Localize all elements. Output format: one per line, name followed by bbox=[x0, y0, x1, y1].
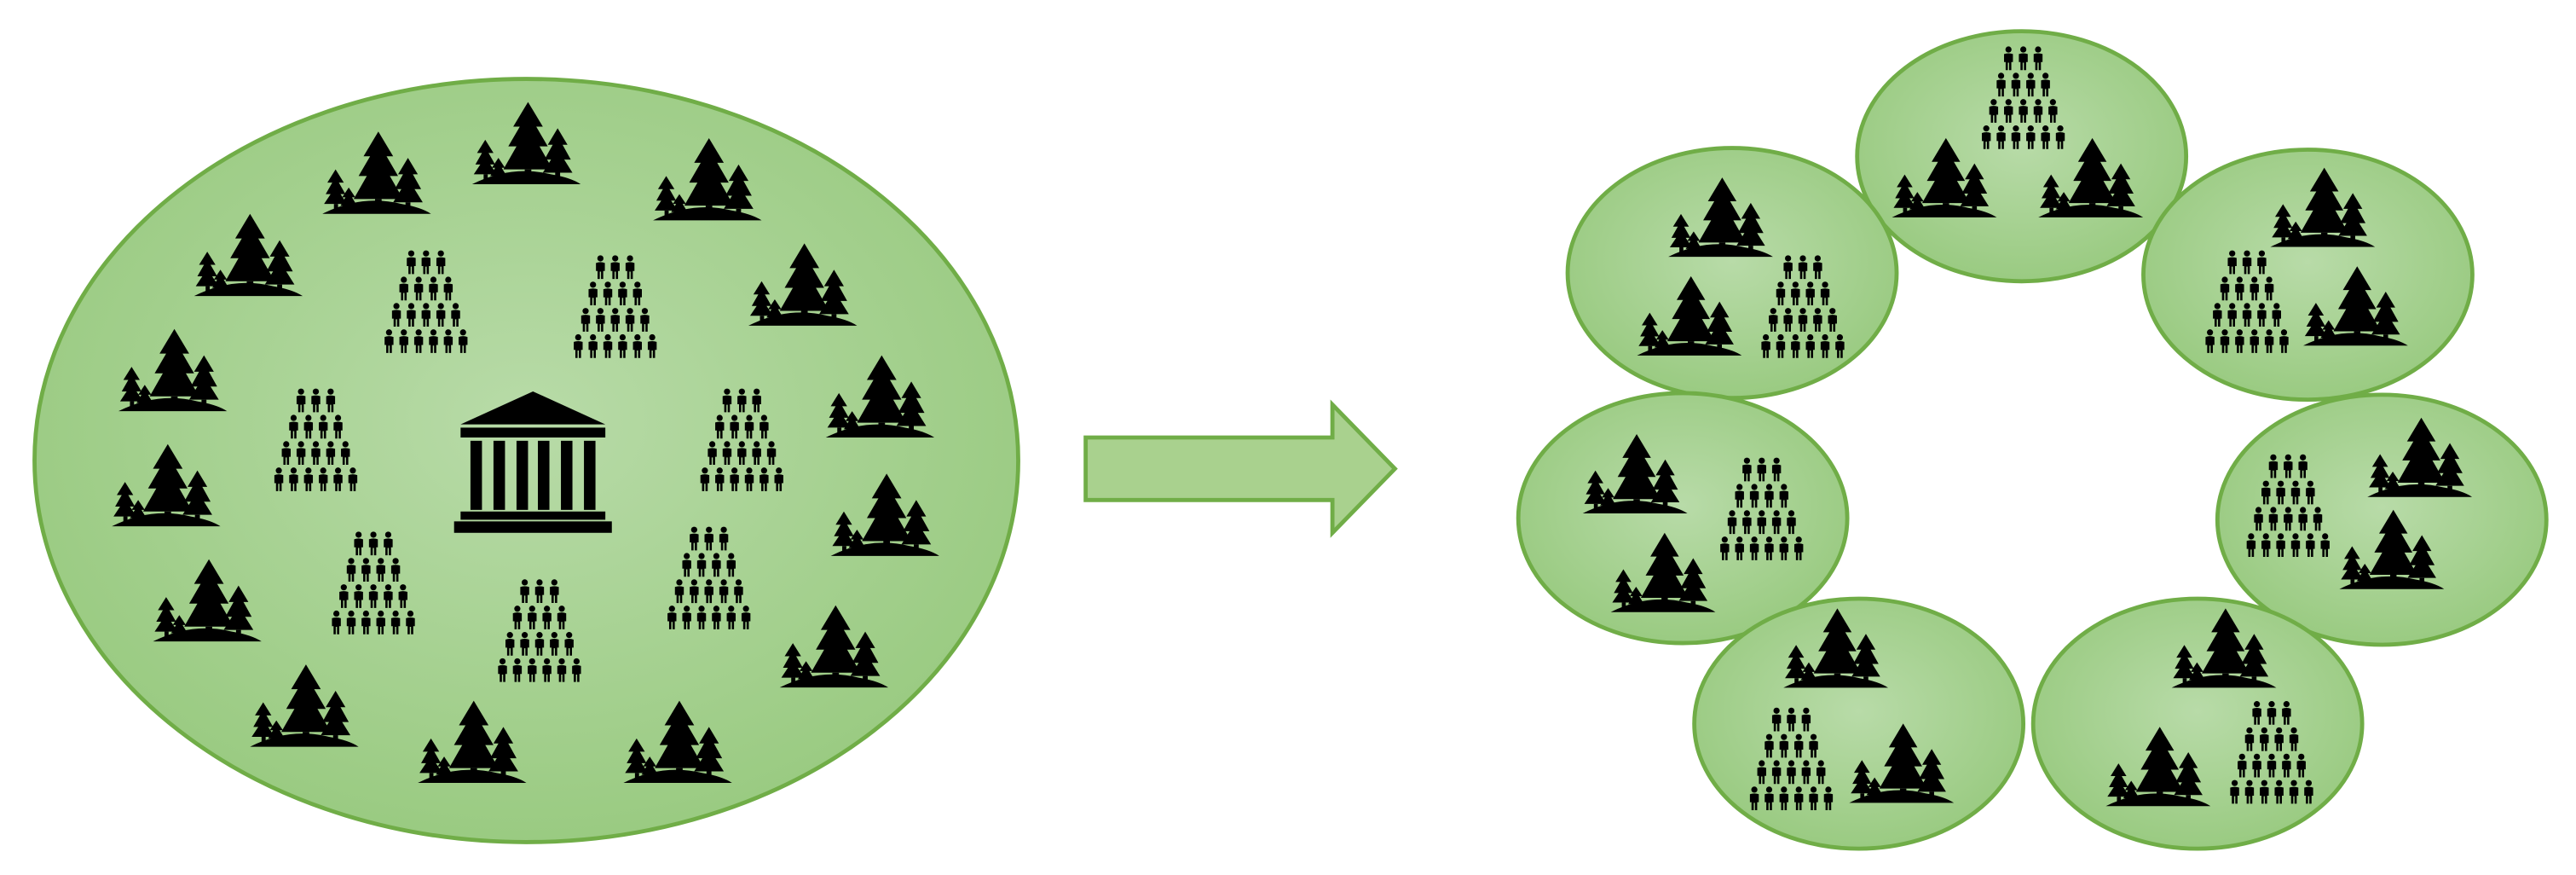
satellite-region-ellipse bbox=[1516, 391, 1850, 646]
central-region bbox=[32, 77, 1020, 844]
satellite-region bbox=[1855, 29, 2189, 284]
satellite-region-ellipse bbox=[1855, 29, 2189, 284]
satellite-regions bbox=[1516, 29, 2549, 851]
transition-arrow bbox=[1083, 399, 1398, 538]
satellite-region-ellipse bbox=[1565, 146, 1899, 401]
satellite-region bbox=[2215, 392, 2549, 647]
satellite-region bbox=[1565, 146, 1899, 401]
satellite-region bbox=[1692, 596, 2026, 851]
satellite-region bbox=[1516, 391, 1850, 646]
satellite-region bbox=[2030, 596, 2365, 851]
satellite-region-ellipse bbox=[2215, 392, 2549, 647]
satellite-region-ellipse bbox=[2141, 148, 2475, 403]
satellite-region-ellipse bbox=[2030, 596, 2365, 851]
right-arrow-icon bbox=[1083, 399, 1398, 538]
satellite-region bbox=[2141, 148, 2475, 403]
satellite-region-ellipse bbox=[1692, 596, 2026, 851]
